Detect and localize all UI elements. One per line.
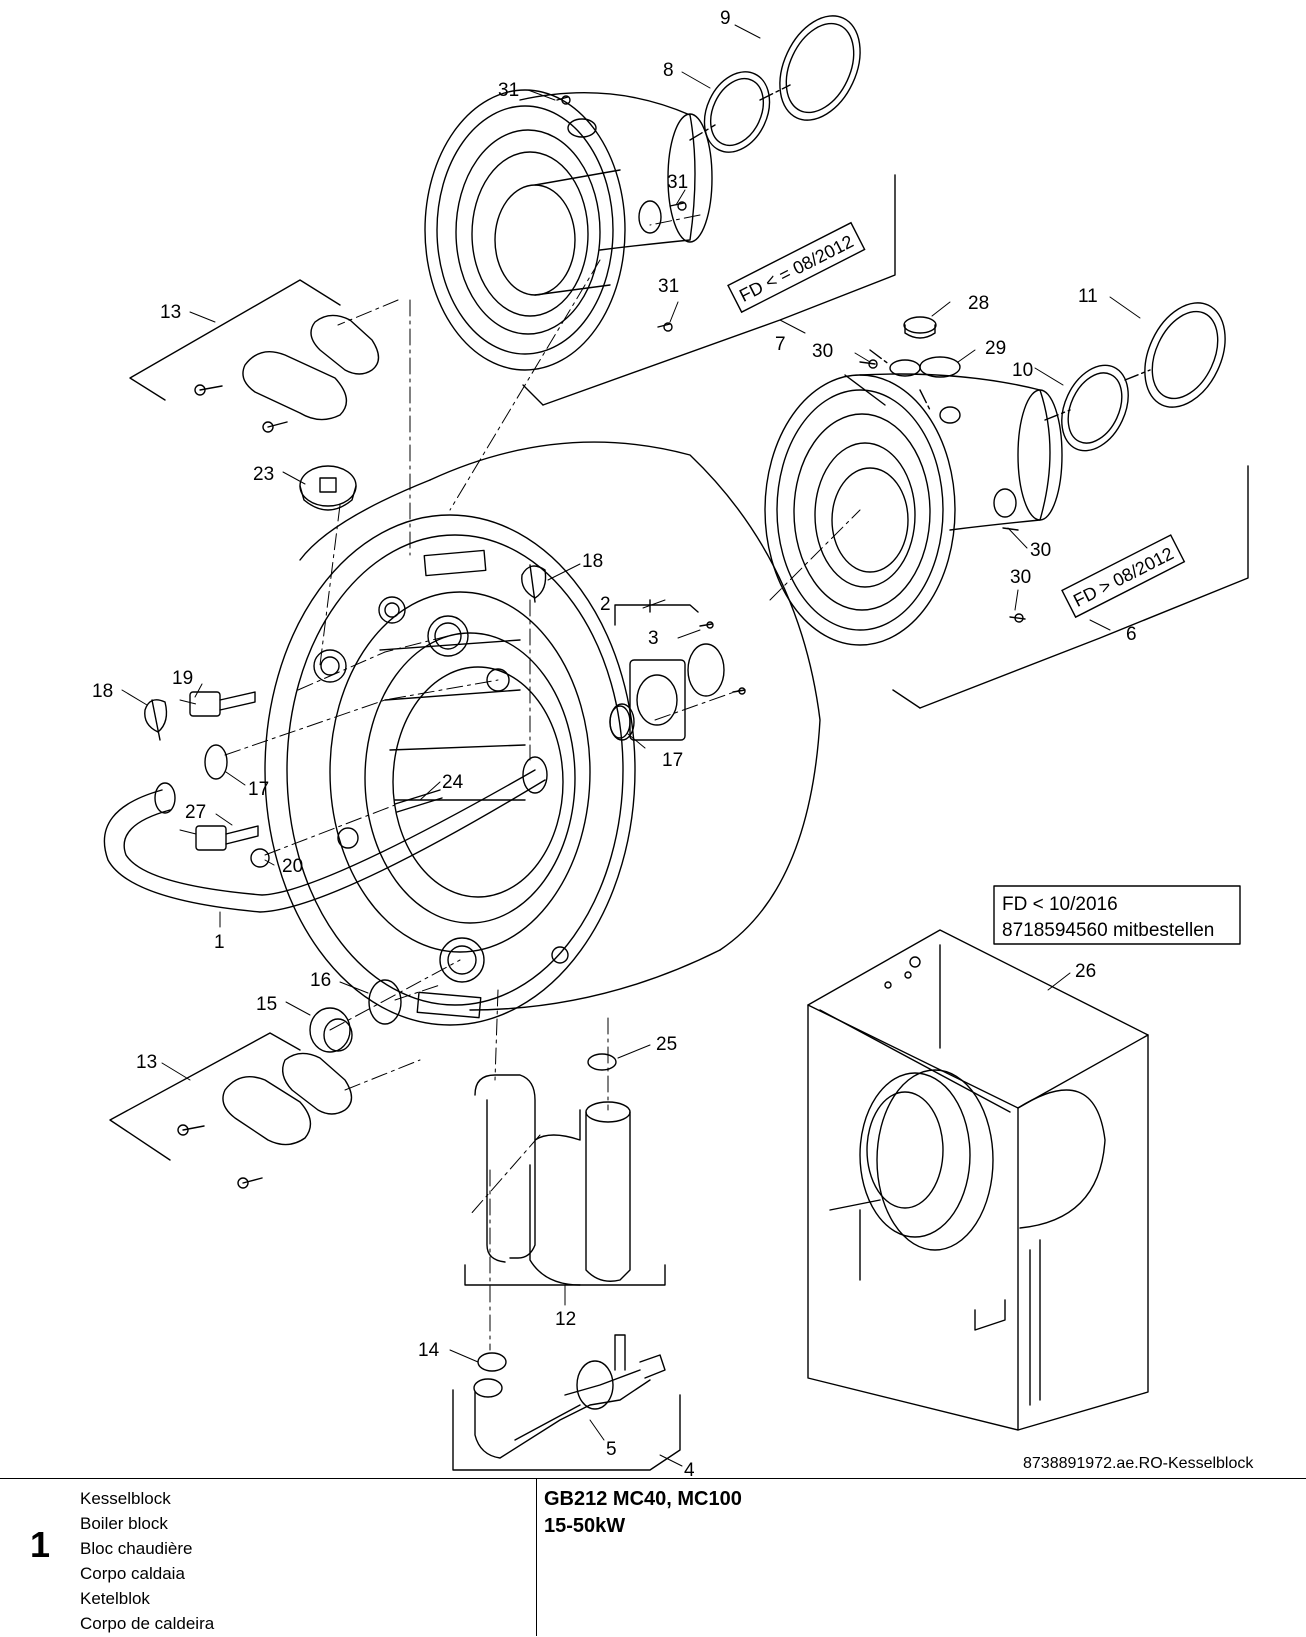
callout-7: 7 <box>775 334 786 355</box>
seal-part-8 <box>703 71 771 153</box>
inspection-cover-part-13-top <box>129 279 380 433</box>
inspection-cover-part-13-bottom <box>109 1032 353 1189</box>
part-name-de: Kesselblock <box>80 1489 171 1508</box>
sensor-part-19 <box>189 691 256 717</box>
seal-part-16 <box>368 979 402 1025</box>
callout-31-mid: 31 <box>667 172 688 193</box>
callout-1: 1 <box>214 932 225 953</box>
o-ring-part-17-left <box>204 744 228 780</box>
callout-13-top: 13 <box>160 302 181 323</box>
drawing-reference: 8738891972.ae.RO-Kesselblock <box>1023 1455 1254 1472</box>
callout-10: 10 <box>1012 360 1033 381</box>
part-name-list: Kesselblock Boiler block Bloc chaudière … <box>80 1486 214 1636</box>
callout-5: 5 <box>606 1439 617 1460</box>
note-fd-old: FD < = 08/2012 <box>727 221 866 314</box>
model-info: GB212 MC40, MC100 15-50kW <box>544 1486 742 1540</box>
seal-part-10 <box>1061 364 1129 452</box>
note-box <box>993 885 1241 945</box>
callout-3: 3 <box>648 628 659 649</box>
callout-6: 6 <box>1126 624 1137 645</box>
callout-2: 2 <box>600 594 611 615</box>
svg-text:FD < = 08/2012: FD < = 08/2012 <box>736 231 857 306</box>
sensor-part-27 <box>195 825 259 851</box>
callout-4: 4 <box>684 1460 695 1481</box>
cap-part-23 <box>299 465 357 511</box>
drain-assembly-part-4 <box>452 1334 681 1471</box>
svg-text:FD > 08/2012: FD > 08/2012 <box>1070 543 1177 611</box>
callout-28: 28 <box>968 293 989 314</box>
flue-adapter-new-part-6 <box>764 373 1063 646</box>
connecting-pipe-part-1 <box>103 756 548 913</box>
part-name-en: Boiler block <box>80 1514 168 1533</box>
callout-16: 16 <box>310 970 331 991</box>
title-block-divider <box>536 1478 537 1636</box>
model-line-2: 15-50kW <box>544 1515 626 1537</box>
note-fd-new: FD > 08/2012 <box>1061 534 1186 619</box>
flue-adapter-old-part-7 <box>424 89 713 371</box>
connection-flange-part-2 <box>609 599 746 741</box>
callout-18-top: 18 <box>582 551 603 572</box>
siphon-part-12 <box>474 1074 631 1286</box>
seal-part-9 <box>779 15 861 121</box>
callout-30-low: 30 <box>1010 567 1031 588</box>
note-box-line-2: 8718594560 mitbestellen <box>1002 920 1214 941</box>
note-box-line-1: FD < 10/2016 <box>1002 894 1118 915</box>
callout-30-mid: 30 <box>1030 540 1051 561</box>
callout-15: 15 <box>256 994 277 1015</box>
callout-8: 8 <box>663 60 674 81</box>
callout-20: 20 <box>282 856 303 877</box>
seal-part-14 <box>477 1352 507 1372</box>
callout-29: 29 <box>985 338 1006 359</box>
callout-13-bottom: 13 <box>136 1052 157 1073</box>
callouts: 9 8 31 31 31 7 30 28 29 11 10 30 30 6 13… <box>92 8 1137 1481</box>
part-name-nl: Ketelblok <box>80 1589 150 1608</box>
callout-31-top: 31 <box>498 80 519 101</box>
callout-30-top: 30 <box>812 341 833 362</box>
callout-17-left: 17 <box>248 779 269 800</box>
clip-part-18-top <box>521 564 547 603</box>
page-number: 1 <box>30 1524 51 1565</box>
plug-part-15 <box>309 1007 353 1053</box>
part-name-it: Corpo caldaia <box>80 1564 185 1583</box>
callout-26: 26 <box>1075 961 1096 982</box>
callout-25: 25 <box>656 1034 677 1055</box>
callout-27: 27 <box>185 802 206 823</box>
callout-12: 12 <box>555 1309 576 1330</box>
model-line-1: GB212 MC40, MC100 <box>544 1488 742 1510</box>
callout-11: 11 <box>1078 286 1098 307</box>
title-block <box>0 1478 1306 1637</box>
boiler-block-body <box>264 441 821 1026</box>
seal-part-25 <box>587 1053 617 1071</box>
callout-18-left: 18 <box>92 681 113 702</box>
callout-31-low: 31 <box>658 276 679 297</box>
part-name-fr: Bloc chaudière <box>80 1539 193 1558</box>
boiler-casing-part-26 <box>807 929 1149 1431</box>
callout-17-right: 17 <box>662 750 683 771</box>
clip-part-18-left <box>144 699 168 741</box>
callout-24: 24 <box>442 772 464 793</box>
callout-19: 19 <box>172 668 193 689</box>
part-name-pt: Corpo de caldeira <box>80 1614 215 1633</box>
callout-23: 23 <box>253 464 274 485</box>
callout-14: 14 <box>418 1340 440 1361</box>
callout-9: 9 <box>720 8 731 29</box>
seal-part-11 <box>1144 302 1226 408</box>
exploded-parts-diagram: FD < = 08/2012 FD > 08/2012 FD < 10/2016… <box>92 8 1254 1481</box>
